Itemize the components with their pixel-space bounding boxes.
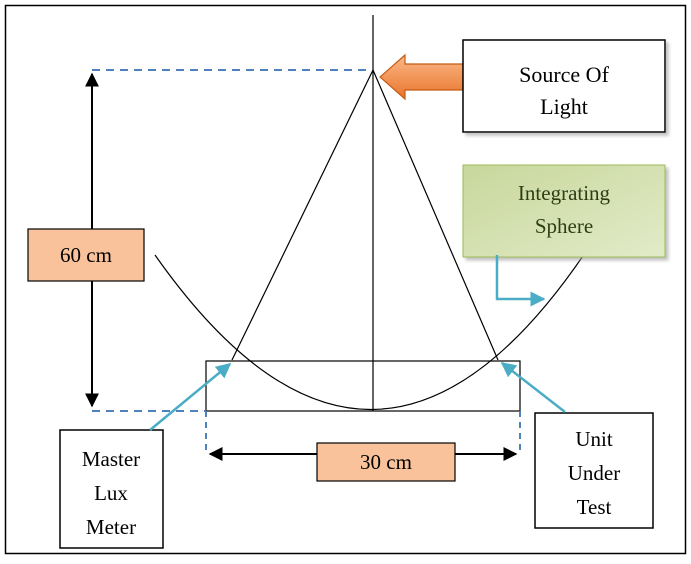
outer-frame — [4, 4, 687, 555]
source-of-light-box: Source Of Light — [462, 39, 666, 133]
source-label-line1: Source Of — [519, 62, 609, 87]
detector-plane-rect — [205, 360, 521, 412]
master-label-line3: Meter — [86, 515, 136, 539]
cone-left-line — [231, 69, 374, 361]
sphere-label-line2: Sphere — [535, 214, 593, 238]
sphere-pointer-arrow — [495, 255, 546, 307]
height-label: 60 cm — [60, 243, 112, 267]
unit-label-line3: Test — [577, 495, 612, 519]
master-label-line1: Master — [82, 447, 140, 471]
unit-label-line1: Unit — [575, 427, 613, 451]
unit-pointer-arrow — [500, 362, 566, 413]
master-lux-meter-box: Master Lux Meter — [59, 429, 164, 549]
sphere-arc — [154, 252, 586, 411]
master-label-line2: Lux — [94, 481, 128, 505]
orange-arrow-icon — [379, 53, 464, 101]
master-pointer-arrow — [149, 363, 232, 431]
unit-under-test-box: Unit Under Test — [534, 412, 654, 529]
sphere-label-line1: Integrating — [518, 181, 611, 205]
unit-label-line2: Under — [568, 461, 620, 485]
cone-right-line — [372, 69, 499, 361]
width-label-box: 30 cm — [316, 442, 456, 482]
height-label-box: 60 cm — [27, 228, 145, 282]
integrating-sphere-box: Integrating Sphere — [462, 164, 666, 258]
source-label-line2: Light — [540, 94, 588, 119]
width-label: 30 cm — [360, 450, 412, 474]
